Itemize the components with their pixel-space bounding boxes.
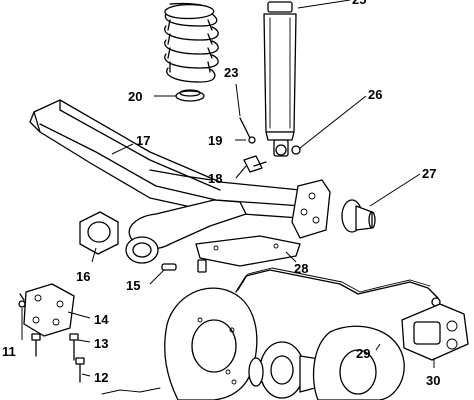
label-27: 27: [422, 166, 436, 181]
rear-axle-beam: [29, 99, 313, 264]
stub-axle: [341, 199, 376, 233]
coil-spring: [164, 2, 219, 83]
shock-absorber: [263, 1, 301, 157]
label-16: 16: [76, 269, 90, 284]
leader-lines: [21, 0, 435, 377]
spring-seat: [175, 89, 205, 102]
label-15: 15: [126, 278, 140, 293]
label-26: 26: [368, 87, 382, 102]
label-18: 18: [208, 171, 222, 186]
label-20: 20: [128, 89, 142, 104]
brake-shoe-hardware: [101, 379, 237, 395]
label-25: 25: [352, 0, 366, 7]
shock-bolt: [239, 117, 267, 173]
retaining-clip: [161, 259, 207, 273]
label-28: 28: [294, 261, 308, 276]
brake-pipe: [235, 267, 441, 307]
label-23: 23: [224, 65, 238, 80]
label-30: 30: [426, 373, 440, 388]
label-19: 19: [208, 133, 222, 148]
label-12: 12: [94, 370, 108, 385]
brake-caliper: [401, 303, 469, 361]
brake-disc: [312, 325, 405, 400]
label-14: 14: [94, 312, 109, 327]
bracket-bolts: [18, 293, 85, 383]
label-29: 29: [356, 346, 370, 361]
stub-axle-bracket: [291, 179, 331, 239]
pivot-bush: [79, 211, 119, 255]
brake-backplate: [164, 287, 258, 400]
heat-shield: [195, 235, 301, 267]
label-17: 17: [136, 133, 150, 148]
anchor-bracket: [23, 283, 75, 337]
label-13: 13: [94, 336, 108, 351]
label-11: 11: [2, 344, 16, 359]
